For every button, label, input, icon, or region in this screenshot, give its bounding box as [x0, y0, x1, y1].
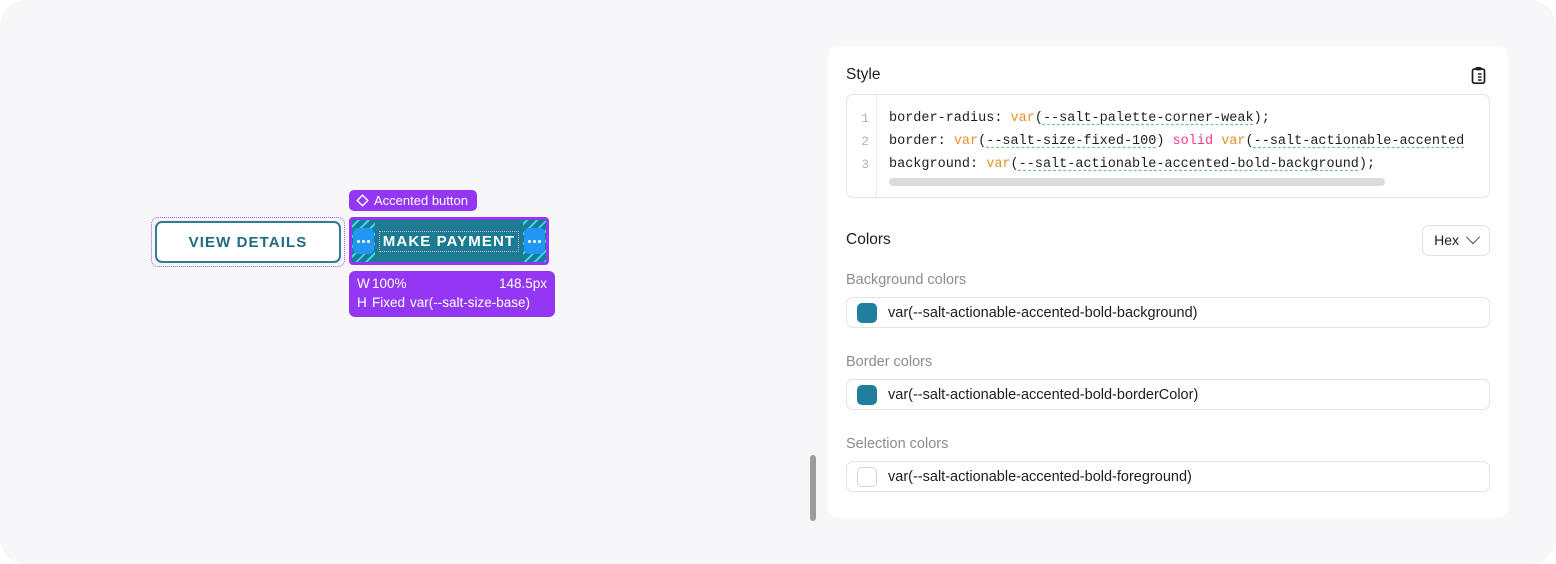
color-group-selection: Selection colors var(--salt-actionable-a… [846, 436, 1490, 492]
diamond-component-icon [356, 194, 369, 207]
view-details-button[interactable]: VIEW DETAILS [155, 221, 341, 263]
padding-handle-right[interactable] [524, 228, 545, 254]
clipboard-icon[interactable] [1466, 63, 1490, 87]
code-token: --salt-size-fixed-100 [986, 134, 1157, 149]
code-token: var [1221, 134, 1246, 149]
color-group-background: Background colors var(--salt-actionable-… [846, 272, 1490, 328]
color-swatch[interactable] [857, 466, 877, 487]
view-details-label: VIEW DETAILS [188, 233, 308, 251]
height-axis-label: H [357, 295, 367, 310]
code-token: ); [1358, 157, 1376, 172]
color-token-value: var(--salt-actionable-accented-bold-back… [888, 304, 1198, 321]
secondary-button-hover-outline: VIEW DETAILS [151, 217, 345, 267]
code-token: ); [1253, 111, 1270, 126]
code-token [1213, 134, 1221, 149]
code-line: background: var(--salt-actionable-accent… [889, 153, 1489, 176]
color-group-label: Background colors [846, 272, 967, 288]
code-token: ( [1010, 157, 1019, 172]
panel-scrollbar-thumb[interactable] [810, 455, 816, 521]
selection-outline[interactable]: MAKE PAYMENT [349, 217, 549, 265]
width-mode-label: 100% [372, 276, 407, 291]
color-format-value: Hex [1434, 232, 1459, 248]
height-mode-label: Fixed [372, 295, 406, 310]
code-horizontal-scrollbar[interactable] [889, 178, 1385, 186]
size-tooltip-height-row: H Fixed var(--salt-size-base) [357, 293, 547, 312]
color-field[interactable]: var(--salt-actionable-accented-bold-back… [846, 297, 1490, 328]
code-token: --salt-actionable-accented-bold-backgrou… [1018, 157, 1359, 172]
code-token: var [986, 157, 1011, 172]
color-format-select[interactable]: Hex [1422, 224, 1490, 256]
color-token-value: var(--salt-actionable-accented-bold-fore… [888, 468, 1192, 485]
code-token: --salt-palette-corner-weak [1042, 111, 1254, 126]
component-name-label: Accented button [374, 193, 468, 208]
code-token: --salt-actionable-accented [1253, 134, 1465, 149]
component-name-badge: Accented button [349, 190, 477, 211]
page-title: Style [846, 66, 881, 83]
color-group-border: Border colors var(--salt-actionable-acce… [846, 354, 1490, 410]
make-payment-label: MAKE PAYMENT [378, 230, 520, 252]
color-swatch[interactable] [857, 384, 877, 405]
padding-handle-left[interactable] [353, 228, 374, 254]
code-token: border-radius: [889, 111, 1011, 126]
code-token: border: [889, 134, 954, 149]
colors-section-header: Colors Hex [846, 224, 1490, 256]
code-line: border-radius: var(--salt-palette-corner… [889, 107, 1489, 130]
code-gutter: 1 2 3 [847, 95, 877, 197]
code-token: solid [1172, 134, 1214, 149]
code-token: background: [889, 157, 987, 172]
selected-component-block: Accented button MAKE PAYMENT W [349, 190, 555, 317]
chevron-down-icon [1465, 230, 1481, 245]
color-group-label: Border colors [846, 354, 933, 370]
style-panel: Style 1 2 3 border-radius: var(--salt-pa… [828, 46, 1508, 518]
component-row: VIEW DETAILS Accented button MAKE PAYMEN… [151, 190, 555, 317]
code-body[interactable]: border-radius: var(--salt-palette-corner… [877, 107, 1489, 176]
make-payment-button[interactable]: MAKE PAYMENT [375, 220, 523, 262]
line-number: 3 [861, 157, 869, 172]
design-canvas[interactable]: VIEW DETAILS Accented button MAKE PAYMEN… [0, 0, 812, 564]
size-tooltip-width-row: W 100% 148.5px [357, 274, 547, 293]
colors-title: Colors [846, 231, 891, 248]
style-code-editor[interactable]: 1 2 3 border-radius: var(--salt-palette-… [846, 94, 1490, 198]
code-token: ) [1156, 134, 1173, 149]
color-swatch[interactable] [857, 302, 877, 323]
color-token-value: var(--salt-actionable-accented-bold-bord… [888, 386, 1199, 403]
code-token: ( [978, 134, 987, 149]
style-panel-header: Style [846, 62, 1490, 88]
code-line: border: var(--salt-size-fixed-100) solid… [889, 130, 1489, 153]
color-field[interactable]: var(--salt-actionable-accented-bold-fore… [846, 461, 1490, 492]
color-field[interactable]: var(--salt-actionable-accented-bold-bord… [846, 379, 1490, 410]
line-number: 2 [861, 134, 869, 149]
line-number: 1 [861, 111, 869, 126]
size-tooltip: W 100% 148.5px H Fixed var(--salt-size-b… [349, 271, 555, 317]
code-token: var [1010, 111, 1035, 126]
color-group-label: Selection colors [846, 436, 949, 452]
code-token: ( [1034, 111, 1043, 126]
height-value-label: var(--salt-size-base) [410, 295, 531, 310]
code-token: ( [1245, 134, 1254, 149]
code-token: var [953, 134, 979, 149]
width-axis-label: W [357, 276, 370, 291]
width-value-label: 148.5px [498, 276, 547, 291]
